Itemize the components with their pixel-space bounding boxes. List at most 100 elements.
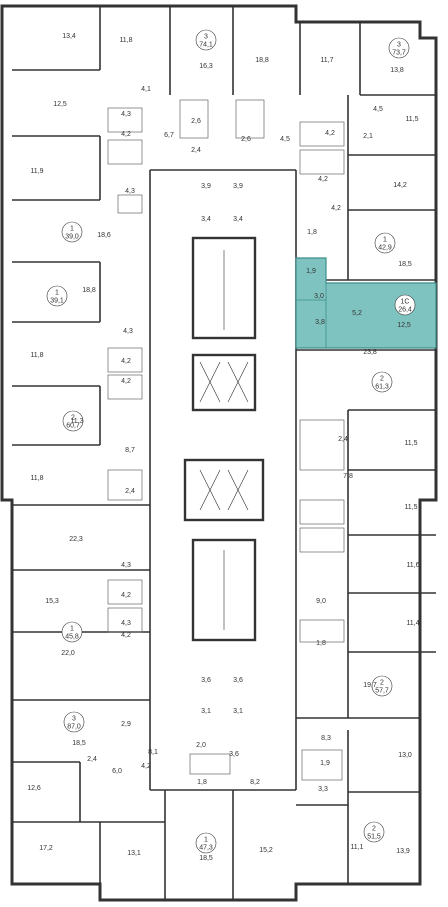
room-area-label: 11,5 [405,116,418,123]
room-area-label: 3,6 [201,677,211,684]
room-area-label: 2,6 [241,136,251,143]
outer-walls [0,4,438,902]
room-area-label: 2,0 [196,742,206,749]
room-area-label: 9,0 [316,598,326,605]
apartment-badge[interactable]: 145,8 [61,621,83,643]
apartment-area-label: 45,8 [65,634,79,641]
apartment-badge-circle [63,711,85,733]
apartment-badge[interactable]: 260,7 [62,410,84,432]
room-area-label: 1,8 [307,229,317,236]
apartment-badge[interactable]: 257,7 [371,675,393,697]
apartment-type-label: 1С [401,299,410,306]
apartment-badge-circle [363,821,385,843]
apartment-type-label: 2 [372,826,376,833]
room-area-label: 2,4 [125,488,135,495]
apartment-walls [12,6,436,900]
apartment-area-label: 87,0 [67,724,81,731]
room-area-label: 7,8 [343,473,353,480]
apartment-badge-circle [394,294,416,316]
room-area-label: 11,8 [30,352,43,359]
room-area-label: 11,6 [406,562,419,569]
apartment-badge[interactable]: 261,3 [371,371,393,393]
apartment-badge[interactable]: 147,3 [195,832,217,854]
room-area-label: 4,2 [325,130,335,137]
room-area-label: 11,4 [406,620,419,627]
room-area-label: 18,8 [82,287,96,294]
room-area-label: 4,2 [141,763,151,770]
highlighted-room-area-label: 3,8 [315,319,325,326]
room-area-label: 11,1 [350,844,363,851]
apartment-badge[interactable]: 139,1 [46,285,68,307]
apartment-badge[interactable]: 251,5 [363,821,385,843]
apartment-area-label: 42,9 [378,245,392,252]
highlighted-room-area-label: 5,2 [352,310,362,317]
room-area-label: 3,4 [201,216,211,223]
apartment-area-label: 57,7 [375,688,389,695]
room-area-label: 4,3 [121,562,131,569]
room-area-label: 13,8 [390,67,404,74]
room-area-label: 11,5 [404,504,417,511]
apartment-area-label: 73,7 [392,50,406,57]
apartment-badge-circle [388,37,410,59]
room-area-label: 15,3 [45,598,59,605]
apartment-badge[interactable]: 142,9 [374,232,396,254]
room-area-label: 8,7 [125,447,135,454]
room-area-label: 3,6 [233,677,243,684]
room-area-label: 14,2 [393,182,407,189]
room-area-label: 23,8 [363,349,377,356]
room-area-label: 16,3 [199,63,213,70]
room-area-label: 2,4 [191,147,201,154]
apartment-badge[interactable]: 139,0 [61,221,83,243]
room-area-label: 2,4 [87,756,97,763]
apartment-type-label: 3 [204,34,208,41]
apartment-badge[interactable]: 387,0 [63,711,85,733]
apartment-type-label: 1 [70,226,74,233]
apartment-badge[interactable]: 374,1 [195,29,217,51]
room-area-label: 11,7 [320,57,333,64]
room-area-label: 11,5 [404,440,417,447]
room-area-label: 19,7 [363,682,377,689]
room-area-label: 2,4 [338,436,348,443]
room-area-label: 22,3 [69,536,83,543]
apartment-badge-circle [371,371,393,393]
apartment-badge-circle [195,29,217,51]
room-area-label: 13,9 [396,848,410,855]
room-area-label: 4,2 [121,358,131,365]
apartment-area-label: 60,7 [66,423,80,430]
room-area-label: 1,8 [197,779,207,786]
stair-lift-core [183,236,265,642]
apartment-type-label: 2 [380,680,384,687]
highlighted-apartment[interactable] [295,257,437,349]
apartment-area-label: 74,1 [199,42,213,49]
room-area-label: 11,8 [119,37,132,44]
room-area-label: 4,3 [121,111,131,118]
room-area-label: 4,3 [121,620,131,627]
apartment-type-label: 3 [397,42,401,49]
room-area-label: 18,6 [97,232,111,239]
room-area-label: 3,9 [233,183,243,190]
apartment-area-label: 61,3 [375,384,389,391]
apartment-badge-circle [61,221,83,243]
room-area-label: 11,8 [30,475,43,482]
room-area-label: 4,2 [121,131,131,138]
room-area-label: 3,3 [318,786,328,793]
room-area-label: 18,5 [72,740,86,747]
apartment-area-label: 39,1 [50,298,64,305]
fixtures [107,99,345,781]
room-area-label: 4,3 [123,328,133,335]
apartment-area-label: 51,5 [367,834,381,841]
highlighted-apartment-rooms: 1,93,03,85,212,5 [306,268,411,329]
room-area-label: 4,5 [373,106,383,113]
apartment-badge[interactable]: 373,7 [388,37,410,59]
room-area-label: 3,4 [233,216,243,223]
highlighted-apartment-shape [295,257,437,349]
room-area-label: 13,1 [127,850,141,857]
room-area-label: 6,0 [112,768,122,775]
apartment-badge-circle [374,232,396,254]
room-area-label: 18,5 [398,261,412,268]
apartment-area-label: 47,3 [199,845,213,852]
room-area-label: 13,0 [398,752,412,759]
